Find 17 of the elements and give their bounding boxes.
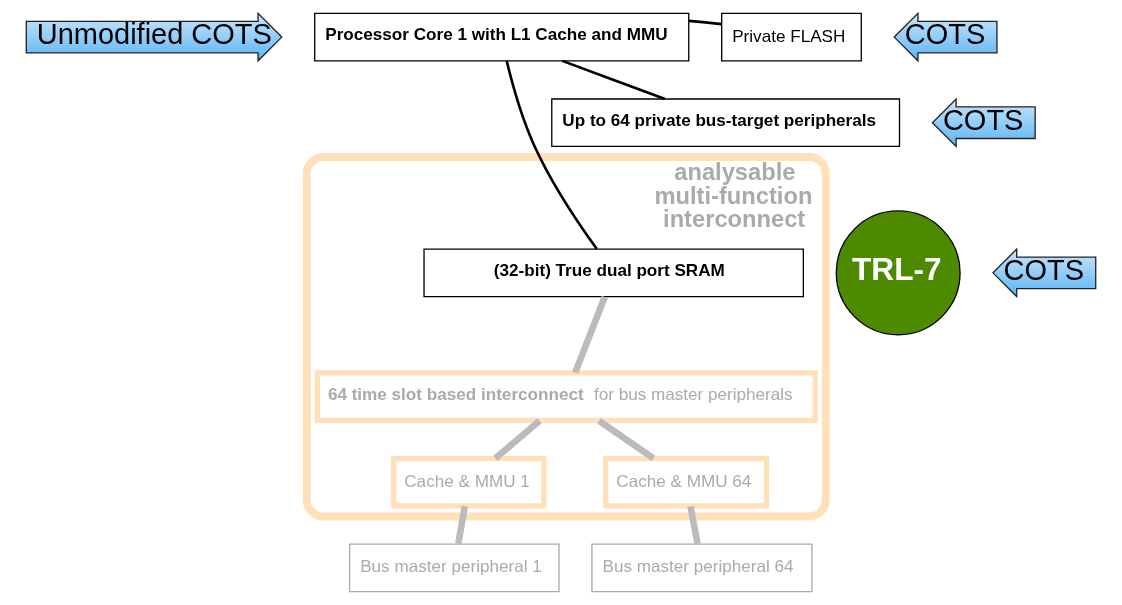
- node-box: Bus master peripheral 64: [591, 543, 813, 593]
- node-box: Cache & MMU 64: [603, 455, 770, 509]
- connector: [493, 418, 542, 461]
- node-box: Private FLASH: [721, 12, 862, 62]
- node-box: Up to 64 private bus-target peripherals: [551, 98, 901, 148]
- node-box: 64 time slot based interconnect for bus master peripherals: [314, 370, 818, 423]
- connector: [687, 505, 701, 545]
- connector: [455, 505, 469, 545]
- node-box: Cache & MMU 1: [391, 455, 547, 509]
- connector: [688, 19, 722, 26]
- node-box: Bus master peripheral 1: [348, 543, 560, 593]
- node-circle: TRL-7: [835, 210, 961, 336]
- node-box: (32-bit) True dual port SRAM: [423, 248, 804, 298]
- node-box: Processor Core 1 with L1 Cache and MMU: [314, 12, 690, 62]
- connector: [505, 60, 598, 250]
- connector: [561, 59, 666, 101]
- connector: [572, 295, 608, 374]
